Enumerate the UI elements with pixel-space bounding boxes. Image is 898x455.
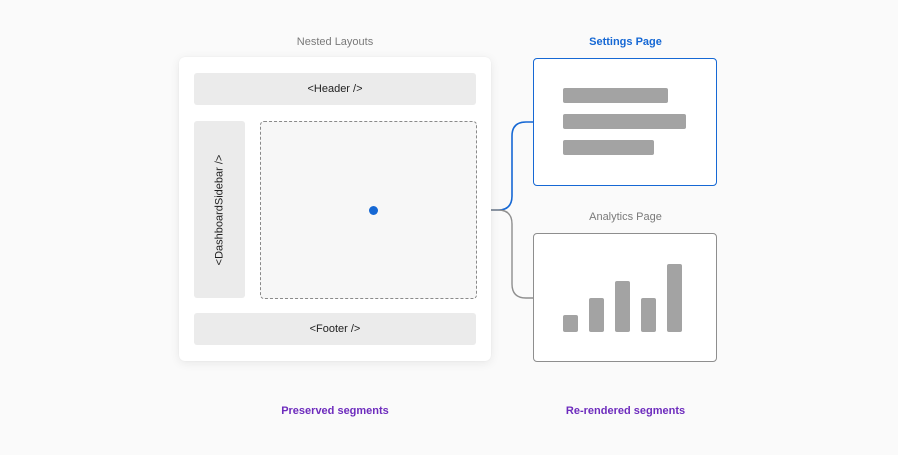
header-segment: <Header /> — [194, 73, 476, 105]
settings-connector — [373, 121, 534, 211]
analytics-page-card — [533, 233, 717, 362]
nested-layout-card: <Header /> <DashboardSidebar /> <Footer … — [179, 57, 491, 361]
analytics-bar — [563, 315, 578, 332]
text-line-placeholder — [563, 114, 686, 129]
preserved-segments-caption: Preserved segments — [281, 405, 389, 417]
analytics-bar — [641, 298, 656, 332]
analytics-bar — [615, 281, 630, 332]
page-slot — [260, 121, 477, 299]
nested-layouts-title: Nested Layouts — [296, 36, 374, 48]
text-line-placeholder — [563, 140, 654, 155]
text-line-placeholder — [563, 88, 668, 103]
footer-segment: <Footer /> — [194, 313, 476, 345]
footer-label: <Footer /> — [309, 323, 361, 335]
sidebar-label: <DashboardSidebar /> — [213, 154, 226, 265]
header-label: <Header /> — [307, 83, 363, 95]
analytics-connector — [476, 209, 534, 299]
slot-dot — [369, 206, 378, 215]
analytics-bar — [589, 298, 604, 332]
analytics-bar — [667, 264, 682, 332]
dashboard-sidebar-segment: <DashboardSidebar /> — [194, 121, 245, 298]
settings-page-card — [533, 58, 717, 186]
analytics-bar-chart — [563, 234, 693, 332]
rerendered-segments-caption: Re-rendered segments — [565, 405, 686, 417]
analytics-page-title: Analytics Page — [589, 211, 662, 223]
settings-page-title: Settings Page — [589, 36, 662, 48]
